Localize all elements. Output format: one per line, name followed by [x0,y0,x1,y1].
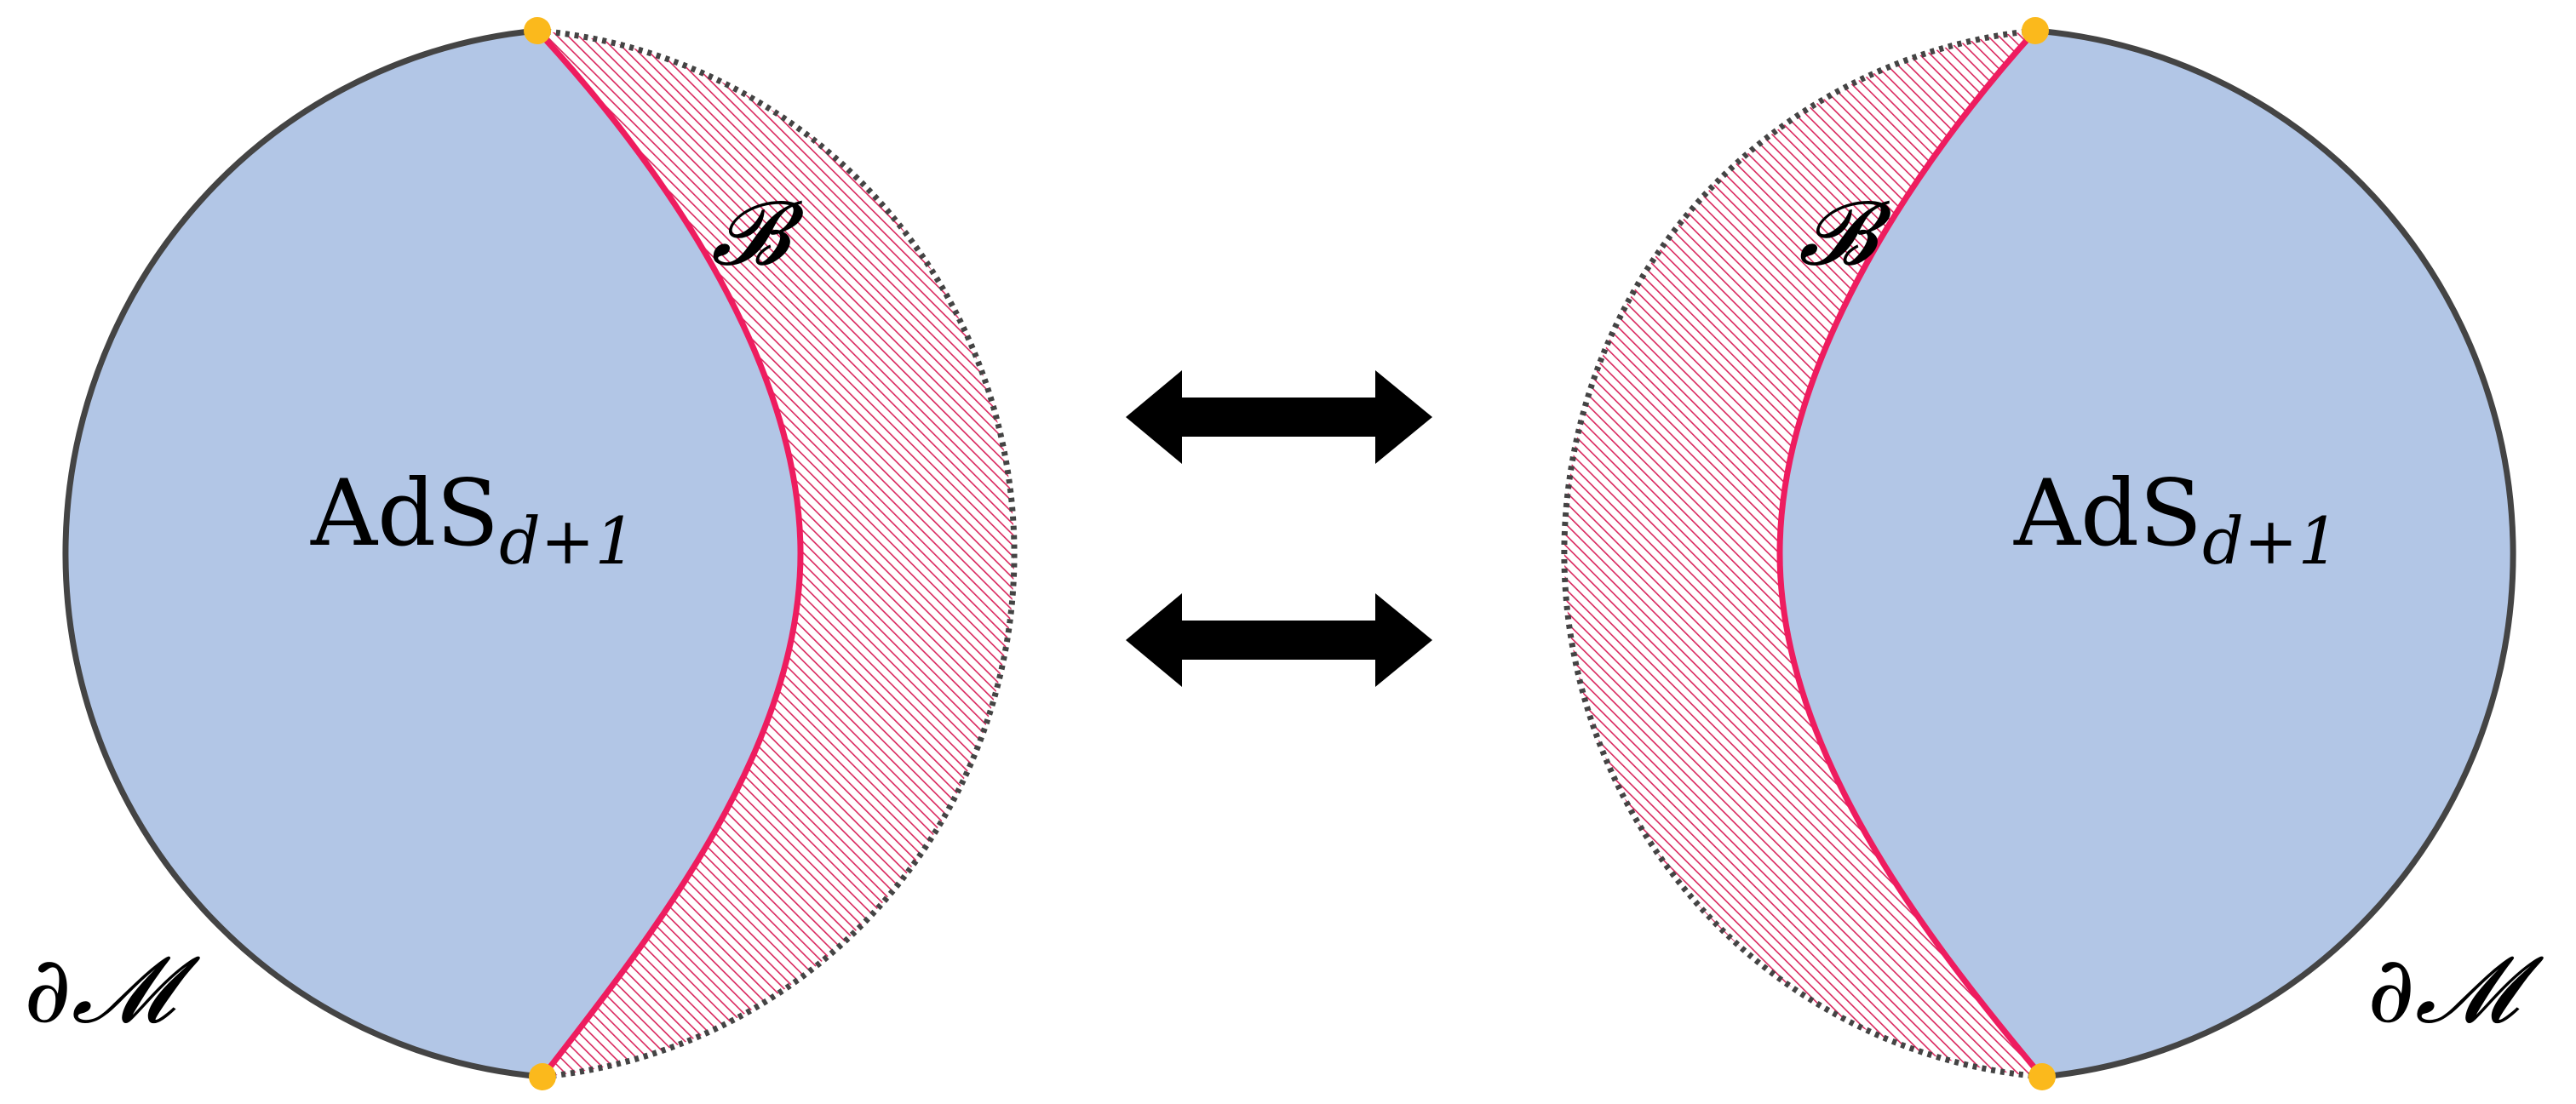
left-hatched-region [537,31,1015,1077]
left-brane-label: 𝓑 [711,181,805,285]
right-bottom-endpoint [2028,1063,2056,1090]
right-bulk-region [1780,31,2514,1077]
right-boundary-solid [2034,27,2516,1080]
right-boundary-dotted [1561,27,2043,1080]
left-boundary-dotted [536,27,1018,1080]
left-bottom-endpoint [529,1063,556,1090]
left-brane-curve [535,28,804,1079]
right-brane-curve [1776,28,2045,1079]
lower-double-arrow [1126,593,1432,687]
right-boundary-label: ∂𝓜 [2367,937,2544,1044]
left-boundary-label: ∂𝓜 [24,937,201,1044]
left-top-endpoint [524,17,551,44]
duality-arrows [1126,370,1432,687]
left-bulk-label: AdSd+1 [310,460,636,579]
left-bulk-region [65,31,800,1077]
right-brane-label: 𝓑 [1799,181,1892,285]
upper-double-arrow [1126,370,1432,464]
left-panel: AdSd+1 𝓑 ∂𝓜 [24,17,1018,1090]
right-hatched-region [1563,31,2042,1077]
right-bulk-label: AdSd+1 [2013,460,2339,579]
right-panel: AdSd+1 𝓑 ∂𝓜 [1561,17,2544,1090]
right-top-endpoint [2022,17,2049,44]
left-boundary-solid [62,27,543,1080]
